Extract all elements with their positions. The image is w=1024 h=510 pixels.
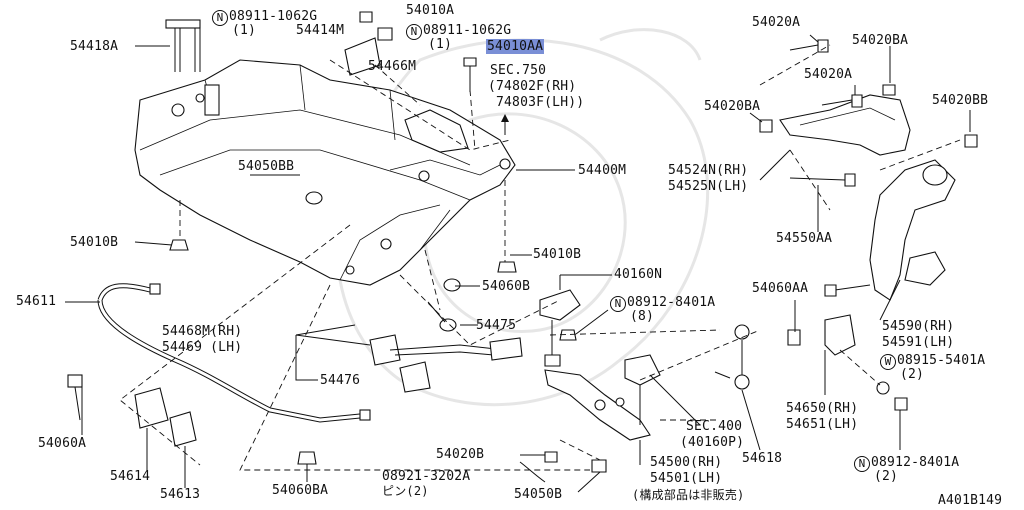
qty-08915: (2) (900, 367, 925, 382)
label-54501: 54501(LH) (650, 471, 723, 486)
label-54650: 54650(RH) (786, 401, 859, 416)
label-54060A: 54060A (38, 436, 87, 451)
label-note: (構成部品は非販売) (632, 488, 745, 502)
qty-08911-b: (1) (428, 37, 453, 52)
qty-08912-b: (2) (874, 469, 899, 484)
label-54010AA[interactable]: 54010AA (486, 39, 545, 54)
label-54611: 54611 (16, 294, 57, 309)
label-54550AA: 54550AA (776, 231, 833, 246)
clamps-54613-54614 (67, 374, 317, 465)
n-symbol: N (610, 296, 626, 312)
n-symbol: N (212, 10, 228, 26)
knuckle (789, 159, 956, 301)
label-54469: 54469 (LH) (162, 340, 243, 355)
label-54020BA-a: 54020BA (852, 33, 909, 48)
upper-arm-54524N (759, 39, 978, 156)
label-54010A: 54010A (406, 3, 455, 18)
arrow-sec750 (501, 114, 509, 135)
bracket-54466M (344, 37, 469, 153)
label-54050BB: 54050BB (238, 159, 295, 174)
dashed-guides (119, 44, 961, 471)
label-54020A-b: 54020A (804, 67, 853, 82)
link-54476 (369, 334, 523, 393)
w-symbol: W (880, 354, 896, 370)
label-08921-3202A: 08921-3202A (382, 469, 471, 484)
label-40160N: 40160N (614, 267, 663, 282)
label-54060B: 54060B (482, 279, 531, 294)
label-54400M: 54400M (578, 163, 627, 178)
bushings (169, 191, 577, 341)
diagram-code: A401B149 (938, 493, 1003, 508)
stabilizer-bar-54611 (97, 283, 371, 423)
label-54651: 54651(LH) (786, 417, 859, 432)
label-54060BA: 54060BA (272, 483, 329, 498)
label-54475: 54475 (476, 318, 517, 333)
label-54414M: 54414M (296, 23, 345, 38)
label-54476: 54476 (320, 373, 361, 388)
label-54613: 54613 (160, 487, 201, 502)
qty-08912-a: (8) (630, 309, 655, 324)
stabilizer-link-54618 (714, 314, 908, 411)
label-74803F: 74803F(LH)) (496, 95, 585, 110)
n-symbol: N (406, 24, 422, 40)
lower-link-54500 (519, 354, 661, 483)
label-pin: ピン(2) (382, 484, 429, 498)
qty-08911-a: (1) (232, 23, 257, 38)
label-54591: 54591(LH) (882, 335, 955, 350)
label-54020A-a: 54020A (752, 15, 801, 30)
leader-lines (65, 34, 971, 493)
label-54020B: 54020B (436, 447, 485, 462)
label-74802F: (74802F(RH) (488, 79, 577, 94)
ball-joint-40160N (539, 289, 581, 367)
label-54524N: 54524N(RH) (668, 163, 749, 178)
label-54418A: 54418A (70, 39, 119, 54)
n-symbol: N (854, 456, 870, 472)
label-40160P: (40160P) (680, 435, 745, 450)
subframe-54400M (134, 59, 516, 286)
label-54020BA-b: 54020BA (704, 99, 761, 114)
label-54500: 54500(RH) (650, 455, 723, 470)
label-54010B-a: 54010B (70, 235, 119, 250)
label-54060AA: 54060AA (752, 281, 809, 296)
label-54618: 54618 (742, 451, 783, 466)
label-54050B: 54050B (514, 487, 563, 502)
label-54468M: 54468M(RH) (162, 324, 243, 339)
label-54020BB: 54020BB (932, 93, 989, 108)
label-54614: 54614 (110, 469, 151, 484)
label-54525N: 54525N(LH) (668, 179, 749, 194)
label-54010B-b: 54010B (533, 247, 582, 262)
label-54466M: 54466M (368, 59, 417, 74)
bolt-54418A (165, 11, 477, 92)
label-sec400: SEC.400 (686, 419, 743, 434)
label-sec750: SEC.750 (490, 63, 547, 78)
label-54590: 54590(RH) (882, 319, 955, 334)
